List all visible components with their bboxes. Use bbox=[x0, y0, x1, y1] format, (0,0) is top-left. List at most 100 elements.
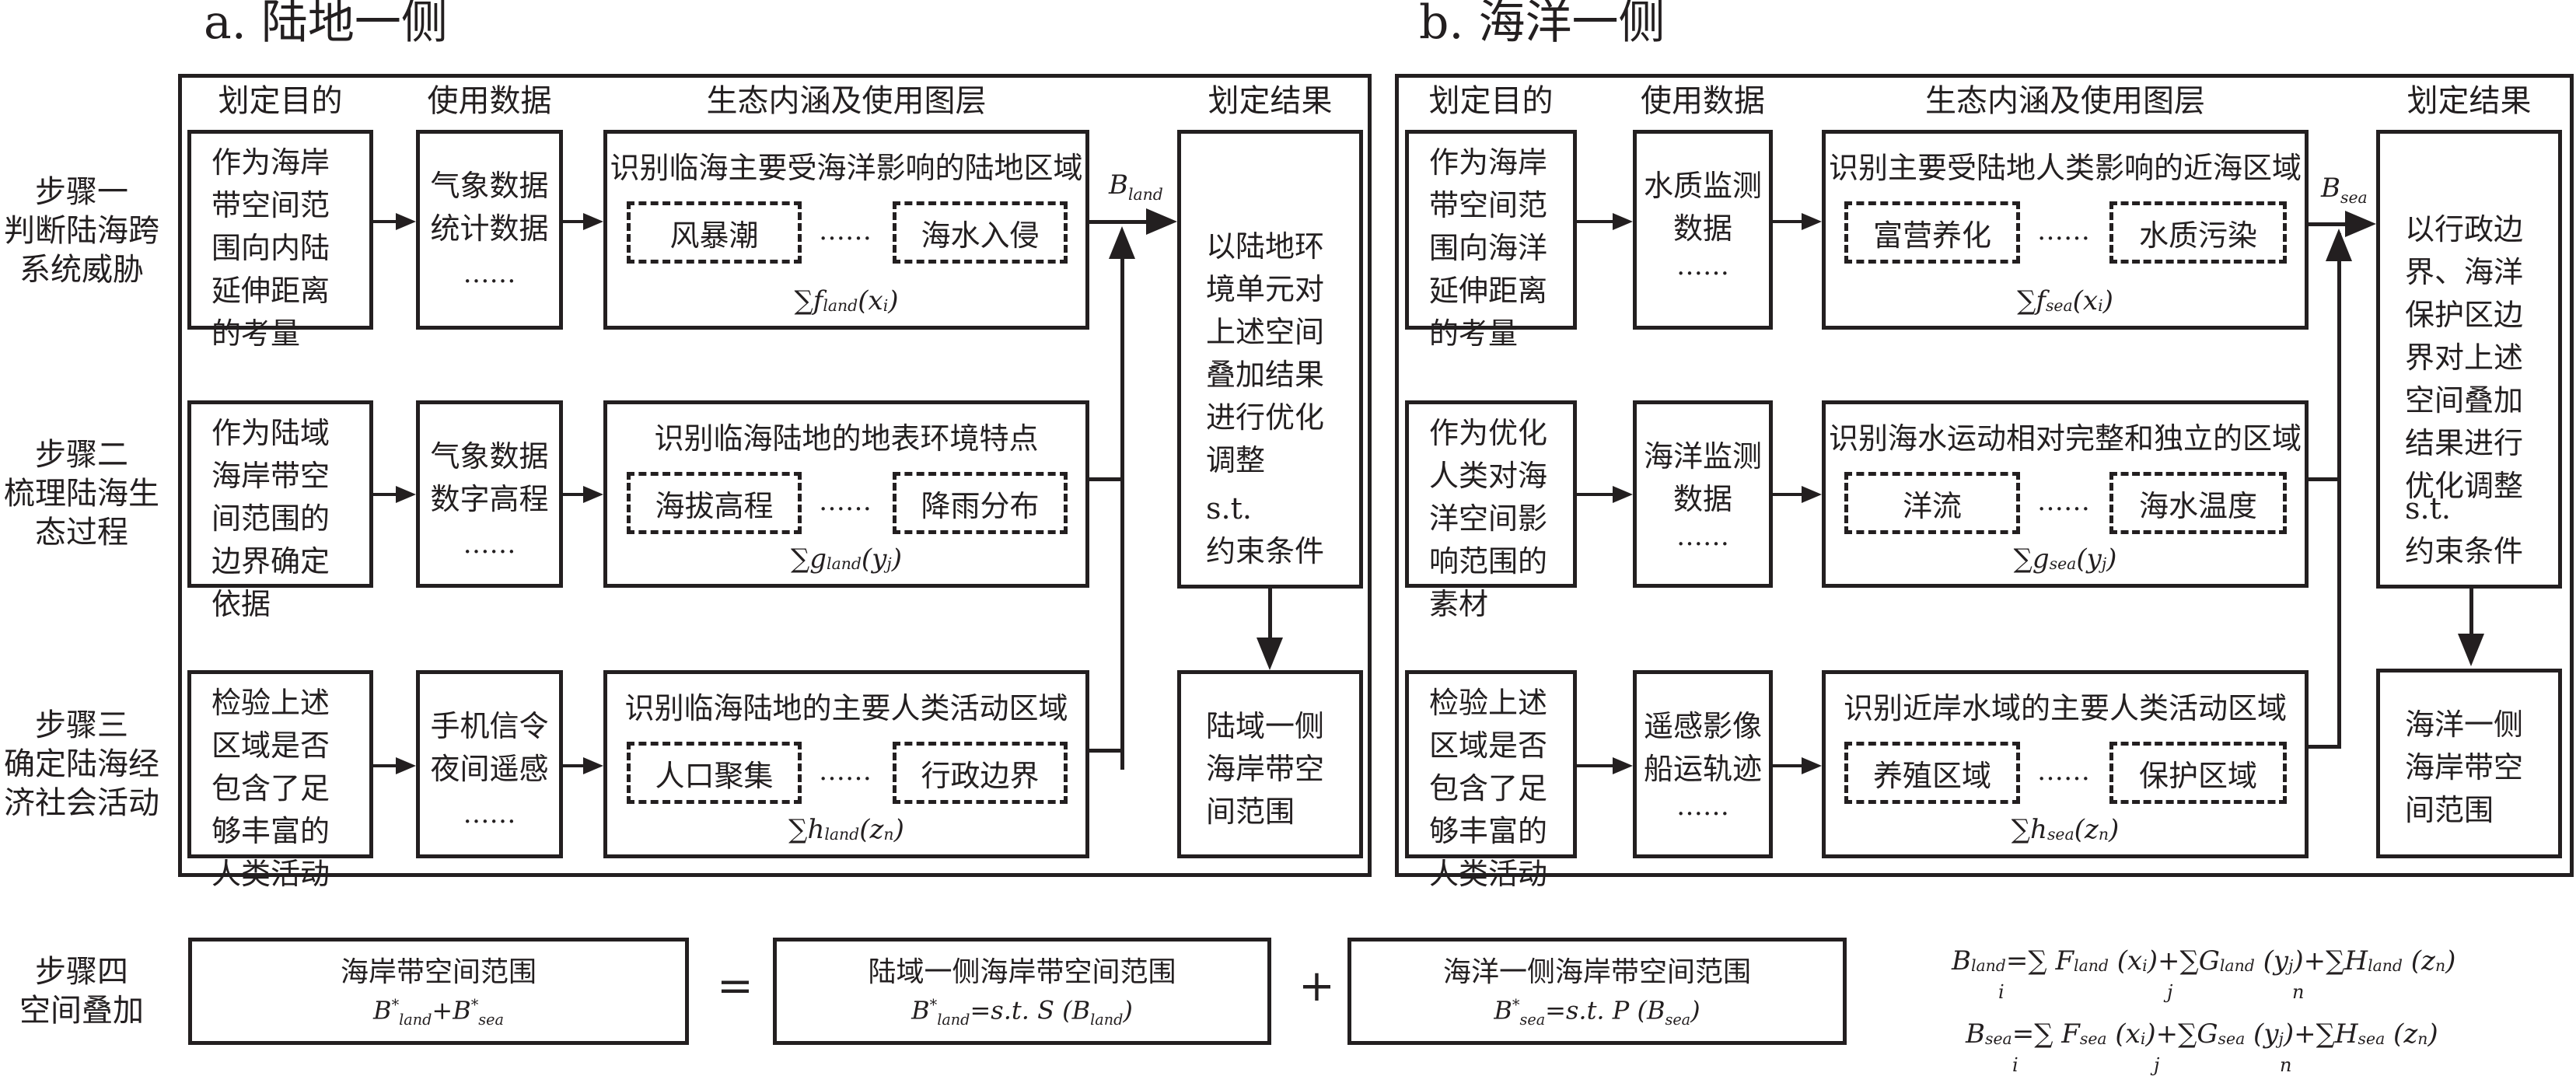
sea-layer-box: 识别主要受陆地人类影响的近海区域 富营养化 …… 水质污染 ∑fsea(xi) bbox=[1822, 130, 2309, 330]
land-result-st: s.t. bbox=[1206, 491, 1252, 526]
sea-result-box: 以行政边 界、海洋 保护区边 界对上述 空间叠加 结果进行 优化调整 s.t. … bbox=[2376, 130, 2562, 589]
sea-result-constraint: 约束条件 bbox=[2405, 534, 2524, 568]
land-layer-item: 海拔高程 bbox=[627, 472, 802, 534]
land-result-box: 以陆地环 境单元对 上述空间 叠加结果 进行优化 调整 s.t. 约束条件 bbox=[1177, 130, 1363, 589]
sea-final-text: 海洋一侧 海岸带空 间范围 bbox=[2405, 707, 2524, 827]
land-layer-box: 识别临海陆地的主要人类活动区域 人口聚集 …… 行政边界 ∑hland(zn) bbox=[603, 670, 1089, 858]
sea-arrow-line bbox=[1773, 764, 1803, 767]
step-4-label: 步骤四 空间叠加 bbox=[19, 954, 144, 1029]
land-layer-title: 识别临海主要受海洋影响的陆地区域 bbox=[610, 151, 1083, 185]
sea-layer-ellipsis: …… bbox=[2037, 215, 2090, 246]
sea-row1-out bbox=[2309, 222, 2347, 226]
sea-layer-item: 水质污染 bbox=[2109, 201, 2287, 264]
sea-purpose-text: 检验上述 区域是否 包含了足 够丰富的 人类活动 bbox=[1429, 686, 1548, 891]
overlay-sea-formula: B*sea=s.t. P (Bsea) bbox=[1494, 995, 1700, 1029]
sea-arrow-line bbox=[1773, 220, 1803, 223]
land-purpose-box: 检验上述 区域是否 包含了足 够丰富的 人类活动 bbox=[187, 670, 373, 891]
land-final-text: 陆域一侧 海岸带空 间范围 bbox=[1206, 709, 1325, 829]
panel-title-land: a. 陆地一侧 bbox=[204, 0, 448, 50]
sea-row3-join bbox=[2309, 745, 2341, 749]
sea-data-ellipsis: …… bbox=[1676, 250, 1729, 281]
sea-layer-item: 富营养化 bbox=[1844, 201, 2020, 264]
land-result-arrowhead-icon bbox=[1146, 208, 1177, 235]
sea-layer-sum: ∑gsea(yj) bbox=[2013, 543, 2117, 575]
land-arrow-line bbox=[563, 764, 585, 767]
land-header-purpose: 划定目的 bbox=[218, 83, 343, 119]
sea-row2-join bbox=[2309, 477, 2341, 481]
step-3-label: 步骤三 确定陆海经 济社会活动 bbox=[4, 707, 159, 821]
sea-data-ellipsis: …… bbox=[1676, 521, 1729, 552]
overlay-total-label: 海岸带空间范围 bbox=[340, 956, 537, 988]
sea-purpose-box: 检验上述 区域是否 包含了足 够丰富的 人类活动 bbox=[1405, 670, 1577, 891]
sea-data-text: 遥感影像 船运轨迹 bbox=[1643, 709, 1762, 786]
land-arrowhead-icon bbox=[396, 757, 416, 774]
sea-data-text: 海洋监测 数据 bbox=[1643, 439, 1762, 516]
land-arrow-line bbox=[373, 493, 397, 496]
sea-arrowhead-icon bbox=[1802, 757, 1822, 774]
overlay-land-formula: B*land=s.t. S (Bland) bbox=[911, 995, 1133, 1029]
land-layer-item: 人口聚集 bbox=[627, 742, 802, 804]
equals-sign: = bbox=[717, 961, 753, 1011]
land-merge-line bbox=[1120, 233, 1124, 770]
sea-purpose-text: 作为海岸 带空间范 围向海洋 延伸距离 的考量 bbox=[1429, 145, 1548, 351]
land-arrowhead-icon bbox=[396, 486, 416, 503]
land-purpose-text: 作为陆域 海岸带空 间范围的 边界确定 依据 bbox=[211, 416, 330, 621]
land-layer-ellipsis: …… bbox=[819, 486, 872, 517]
sea-data-box: 水质监测 数据 …… bbox=[1633, 130, 1773, 330]
sea-layer-title: 识别主要受陆地人类影响的近海区域 bbox=[1828, 151, 2302, 185]
land-layer-sum: ∑hland(zn) bbox=[788, 814, 904, 845]
plus-sign: + bbox=[1298, 961, 1335, 1011]
overlay-sea-box: 海洋一侧海岸带空间范围 B*sea=s.t. P (Bsea) bbox=[1347, 938, 1847, 1045]
land-layer-item: 海水入侵 bbox=[893, 201, 1068, 264]
sea-layer-title: 识别近岸水域的主要人类活动区域 bbox=[1843, 691, 2287, 725]
equation-sum-index: j bbox=[2167, 981, 2173, 1003]
land-arrow-line bbox=[563, 220, 585, 223]
sea-layer-item: 洋流 bbox=[1844, 472, 2020, 534]
equation-sum-index: n bbox=[2292, 981, 2305, 1003]
land-arrowhead-icon bbox=[583, 213, 603, 230]
land-arrow-label: Bland bbox=[1109, 169, 1163, 204]
sea-down-arrowhead-icon bbox=[2458, 634, 2484, 666]
sea-header-result: 划定结果 bbox=[2406, 83, 2532, 119]
land-result-text: 以陆地环 境单元对 上述空间 叠加结果 进行优化 调整 bbox=[1206, 229, 1325, 477]
overlay-land-box: 陆域一侧海岸带空间范围 B*land=s.t. S (Bland) bbox=[773, 938, 1271, 1045]
sea-result-st: s.t. bbox=[2405, 491, 2451, 526]
land-layer-title: 识别临海陆地的主要人类活动区域 bbox=[624, 691, 1068, 725]
land-data-box: 手机信令 夜间遥感 …… bbox=[416, 670, 563, 858]
land-purpose-box: 作为海岸 带空间范 围向内陆 延伸距离 的考量 bbox=[187, 130, 373, 351]
equation-sum-index: i bbox=[2012, 1054, 2019, 1076]
land-data-ellipsis: …… bbox=[463, 798, 516, 830]
land-row2-join bbox=[1089, 477, 1124, 481]
equation-sum-index: i bbox=[1998, 981, 2005, 1003]
step-1-label: 步骤一 判断陆海跨 系统威胁 bbox=[4, 174, 159, 288]
sea-layer-sum: ∑hsea(zn) bbox=[2011, 814, 2120, 845]
land-down-arrowhead-icon bbox=[1257, 638, 1283, 670]
sea-header-layers: 生态内涵及使用图层 bbox=[1925, 83, 2205, 119]
sea-panel-frame bbox=[1395, 74, 2574, 877]
land-final-box: 陆域一侧 海岸带空 间范围 bbox=[1177, 670, 1363, 858]
sea-arrowhead-icon bbox=[1613, 486, 1633, 503]
sea-arrow-label: Bsea bbox=[2321, 173, 2368, 207]
land-layer-item: 降雨分布 bbox=[893, 472, 1068, 534]
equation-sum-index: j bbox=[2154, 1054, 2160, 1076]
sea-final-box: 海洋一侧 海岸带空 间范围 bbox=[2376, 669, 2562, 858]
land-purpose-text: 作为海岸 带空间范 围向内陆 延伸距离 的考量 bbox=[211, 145, 330, 351]
land-layer-sum: ∑gland(yj) bbox=[791, 543, 902, 575]
sea-arrow-line bbox=[1577, 493, 1614, 496]
sea-result-text: 以行政边 界、海洋 保护区边 界对上述 空间叠加 结果进行 优化调整 bbox=[2405, 212, 2524, 503]
sea-data-box: 遥感影像 船运轨迹 …… bbox=[1633, 670, 1773, 858]
sea-data-text: 水质监测 数据 bbox=[1643, 169, 1762, 246]
land-layer-item: 行政边界 bbox=[893, 742, 1068, 804]
land-purpose-text: 检验上述 区域是否 包含了足 够丰富的 人类活动 bbox=[211, 686, 330, 891]
land-data-text: 气象数据 统计数据 bbox=[430, 169, 549, 246]
sea-header-data: 使用数据 bbox=[1641, 83, 1765, 119]
sea-layer-title: 识别海水运动相对完整和独立的区域 bbox=[1828, 421, 2302, 456]
overlay-land-label: 陆域一侧海岸带空间范围 bbox=[868, 956, 1176, 988]
sea-arrowhead-icon bbox=[1802, 213, 1822, 230]
sea-purpose-box: 作为优化 人类对海 洋空间影 响范围的 素材 bbox=[1405, 400, 1577, 621]
land-header-data: 使用数据 bbox=[427, 83, 552, 119]
equation-sea: Bsea=∑ Fsea (xi)+∑Gsea (yj)+∑Hsea (zn) bbox=[1966, 1018, 2438, 1050]
sea-arrowhead-icon bbox=[1613, 757, 1633, 774]
land-arrowhead-icon bbox=[583, 486, 603, 503]
sea-merge-arrowhead-icon bbox=[2326, 229, 2352, 261]
